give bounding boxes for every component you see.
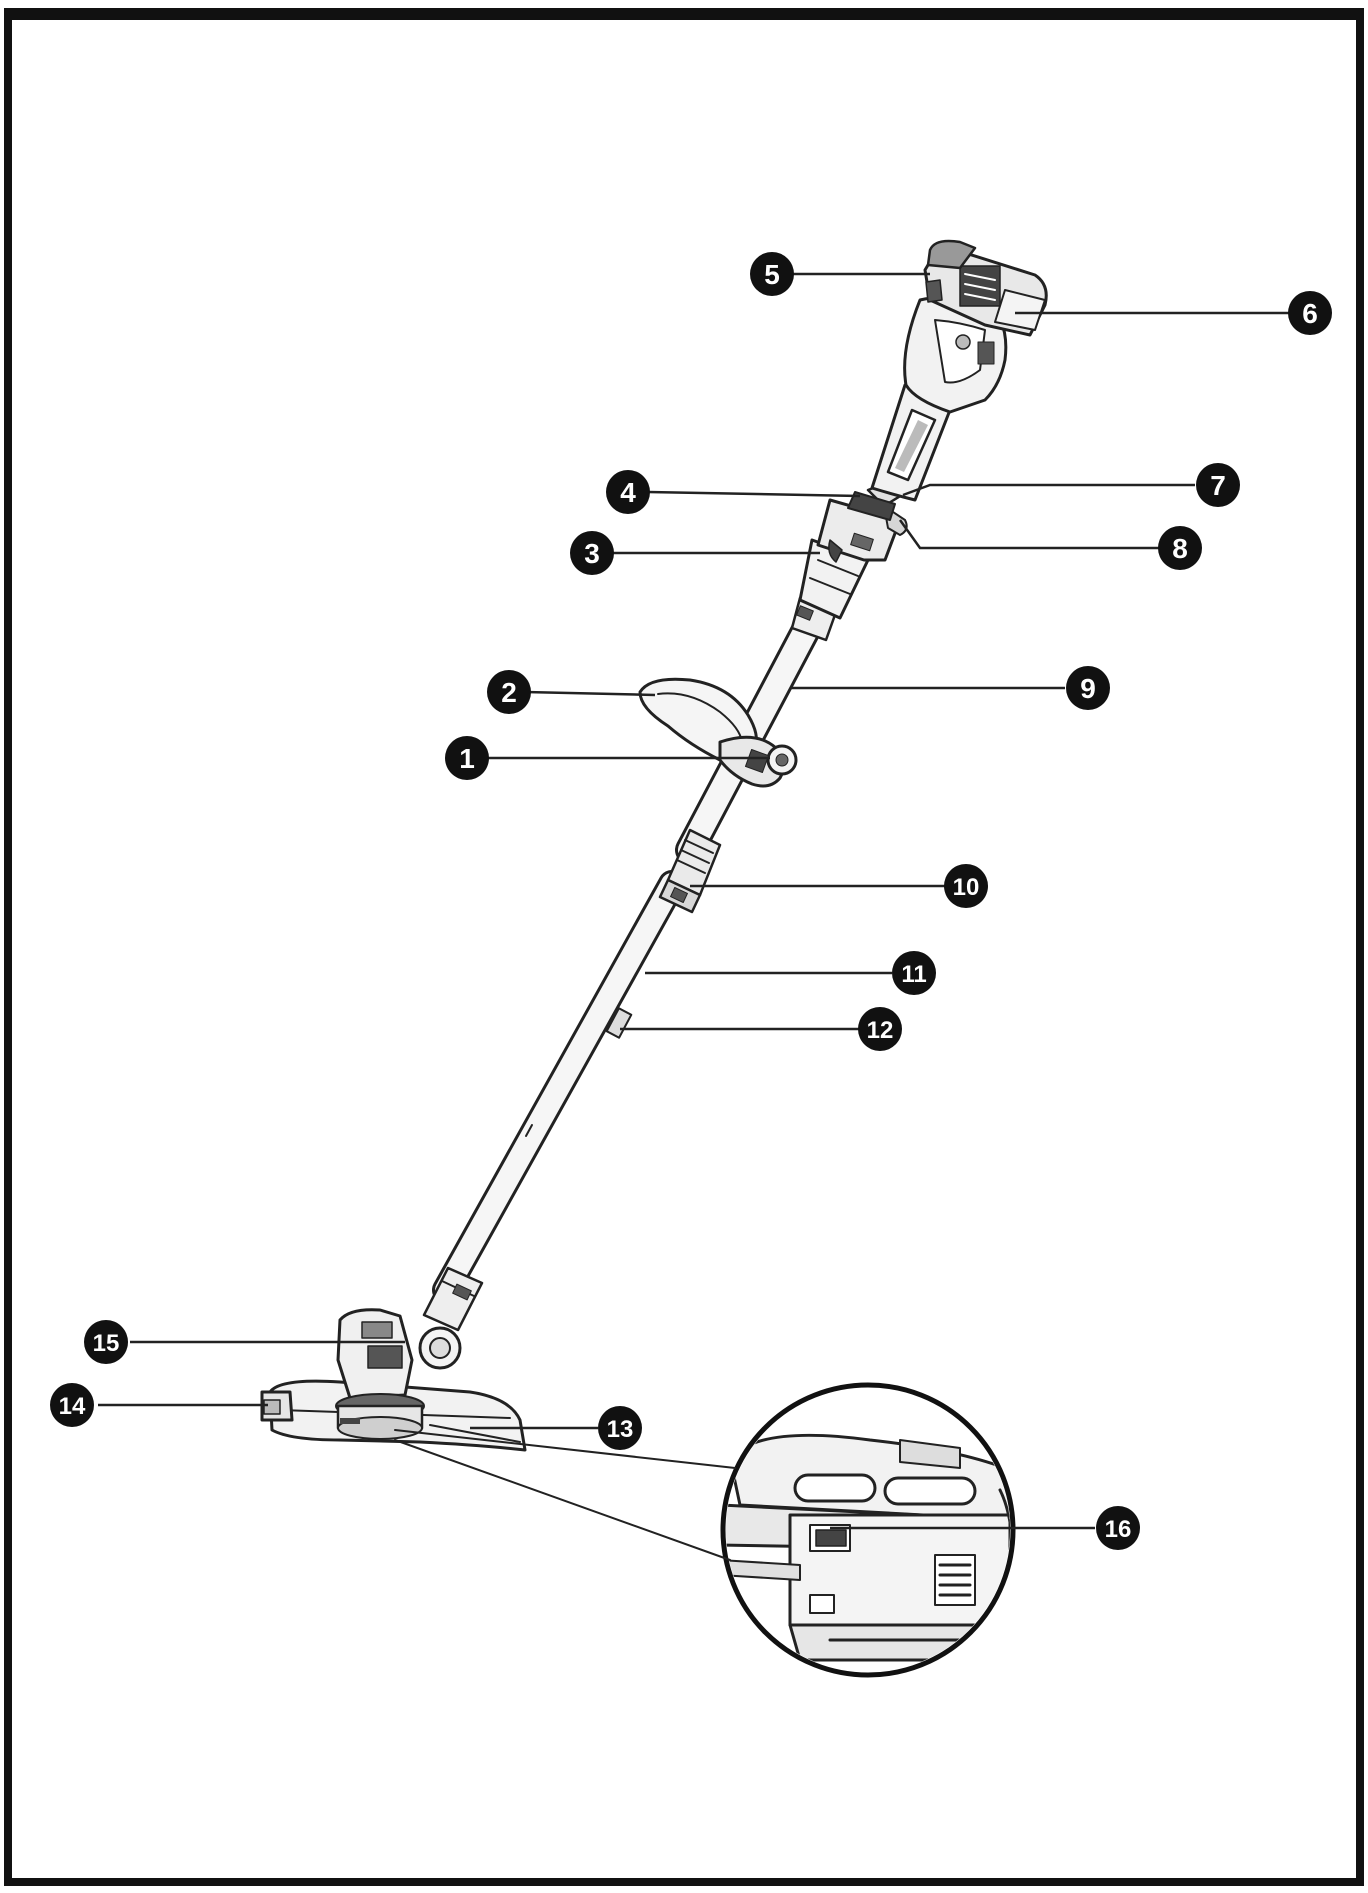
callout-9: 9 xyxy=(1066,666,1110,710)
callout-15: 15 xyxy=(84,1320,128,1364)
callout-16: 16 xyxy=(1096,1506,1140,1550)
auxiliary-handle xyxy=(638,677,798,788)
callout-2: 2 xyxy=(487,670,531,714)
leader-8 xyxy=(898,519,1160,550)
trimmer-head xyxy=(260,1308,527,1452)
svg-text:16: 16 xyxy=(1105,1516,1132,1543)
callout-11: 11 xyxy=(892,951,936,995)
svg-text:15: 15 xyxy=(93,1330,120,1357)
callout-5: 5 xyxy=(750,252,794,296)
inset-tie-line-top xyxy=(394,1429,736,1469)
callout-14: 14 xyxy=(50,1383,94,1427)
svg-text:9: 9 xyxy=(1080,673,1096,704)
svg-text:12: 12 xyxy=(867,1017,894,1044)
svg-text:3: 3 xyxy=(584,538,600,569)
svg-text:2: 2 xyxy=(501,677,517,708)
svg-text:8: 8 xyxy=(1172,533,1188,564)
adjustment-collar xyxy=(658,828,722,914)
callout-3: 3 xyxy=(570,531,614,575)
leader-4 xyxy=(647,490,861,498)
svg-text:11: 11 xyxy=(901,961,926,988)
callout-7: 7 xyxy=(1196,463,1240,507)
callout-4: 4 xyxy=(606,470,650,514)
inset-detail xyxy=(720,1382,1016,1678)
callout-12: 12 xyxy=(858,1007,902,1051)
callouts: 1 2 3 4 5 6 7 8 xyxy=(50,252,1332,1550)
battery-housing xyxy=(903,239,1048,414)
callout-6: 6 xyxy=(1288,291,1332,335)
page-border xyxy=(4,8,1364,1886)
callout-10: 10 xyxy=(944,864,988,908)
top-bar xyxy=(8,8,1360,20)
motor-coupler xyxy=(422,1266,484,1332)
callout-1: 1 xyxy=(445,736,489,780)
svg-text:14: 14 xyxy=(59,1393,86,1420)
leader-lines xyxy=(98,272,1290,1530)
callout-8: 8 xyxy=(1158,526,1202,570)
inset-tie-line-bottom xyxy=(394,1439,731,1561)
leader-2 xyxy=(524,690,656,697)
svg-text:6: 6 xyxy=(1302,298,1318,329)
callout-13: 13 xyxy=(598,1406,642,1450)
svg-text:4: 4 xyxy=(620,477,636,508)
svg-text:1: 1 xyxy=(459,743,475,774)
shaft-clip xyxy=(605,1007,633,1039)
svg-text:7: 7 xyxy=(1210,470,1226,501)
leader-7 xyxy=(902,483,1195,497)
svg-text:10: 10 xyxy=(953,874,980,901)
svg-text:5: 5 xyxy=(764,259,780,290)
main-handle xyxy=(798,383,952,620)
svg-text:13: 13 xyxy=(607,1416,634,1443)
shaft-lower xyxy=(432,870,686,1304)
